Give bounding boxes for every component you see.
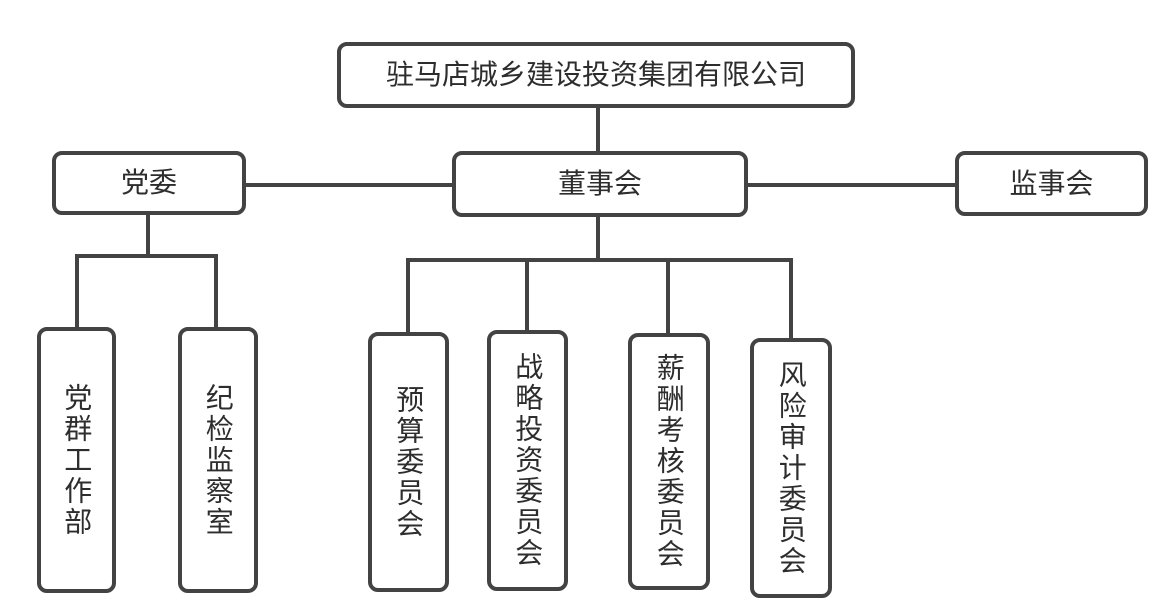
connector-root-to-board xyxy=(596,106,600,154)
connector-party-stem xyxy=(146,213,150,258)
node-supervisory-board: 监事会 xyxy=(955,151,1148,216)
connector-drop-committee-1 xyxy=(406,258,410,334)
node-compensation-assessment-committee: 薪酬考核委员会 xyxy=(628,333,710,590)
node-party-committee-label: 党委 xyxy=(120,167,177,199)
node-company-root: 驻马店城乡建设投资集团有限公司 xyxy=(337,42,855,108)
node-party-masses-work-dept: 党群工作部 xyxy=(37,327,116,593)
connector-drop-committee-3 xyxy=(666,258,670,335)
node-strategic-investment-committee: 战略投资委员会 xyxy=(487,330,568,591)
node-board-of-directors-label: 董事会 xyxy=(557,168,642,200)
node-risk-audit-committee-label: 风险审计委员会 xyxy=(775,359,807,577)
node-party-committee: 党委 xyxy=(52,151,246,215)
connector-drop-party-dept-1 xyxy=(75,254,79,330)
node-board-of-directors: 董事会 xyxy=(452,151,748,217)
node-discipline-inspection-office-label: 纪检监察室 xyxy=(202,382,234,538)
node-risk-audit-committee: 风险审计委员会 xyxy=(750,338,832,598)
connector-board-stem xyxy=(596,215,600,262)
node-budget-committee: 预算委员会 xyxy=(368,332,449,592)
node-strategic-investment-committee-label: 战略投资委员会 xyxy=(512,352,544,569)
connector-drop-committee-4 xyxy=(789,258,793,340)
connector-party-branch-bar xyxy=(75,254,218,258)
connector-drop-party-dept-2 xyxy=(214,254,218,330)
connector-board-to-supervisory xyxy=(746,183,957,187)
node-supervisory-board-label: 监事会 xyxy=(1009,167,1094,199)
node-compensation-assessment-committee-label: 薪酬考核委员会 xyxy=(653,353,685,570)
connector-drop-committee-2 xyxy=(525,258,529,332)
connector-party-to-board xyxy=(244,183,454,187)
node-budget-committee-label: 预算委员会 xyxy=(393,384,425,540)
node-discipline-inspection-office: 纪检监察室 xyxy=(178,327,258,593)
node-company-root-label: 驻马店城乡建设投资集团有限公司 xyxy=(385,59,806,91)
node-party-masses-work-dept-label: 党群工作部 xyxy=(61,382,93,538)
connector-board-branch-bar xyxy=(406,258,793,262)
